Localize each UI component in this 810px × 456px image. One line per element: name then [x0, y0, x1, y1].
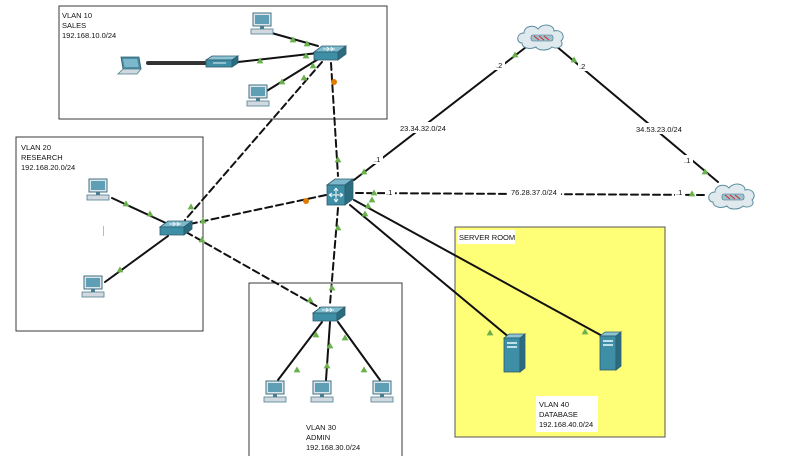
vlan40-label: VLAN 40 DATABASE 192.168.40.0/24	[536, 396, 598, 432]
link-up-marker	[328, 284, 336, 291]
link-up-marker	[306, 296, 314, 303]
server-icon[interactable]	[599, 331, 622, 371]
link-up-marker	[334, 156, 342, 163]
cursor-mark	[103, 226, 104, 236]
vlan10-subnet: 192.168.10.0/24	[62, 31, 116, 40]
pc-icon[interactable]	[246, 84, 270, 107]
pc-icon[interactable]	[310, 380, 334, 403]
cloud-router-icon[interactable]	[517, 24, 564, 51]
interface-label: .2	[579, 62, 585, 71]
vlan30-name: VLAN 30	[306, 423, 336, 432]
link-state-markers	[116, 36, 709, 373]
link-up-marker	[323, 362, 331, 369]
link-up-marker	[361, 210, 369, 217]
switch-icon[interactable]	[313, 45, 347, 61]
vlan10-zone	[58, 5, 388, 120]
vlan10-name: VLAN 10	[62, 11, 92, 20]
link-up-marker	[300, 74, 308, 81]
vlan20-zone	[15, 136, 204, 332]
server-room-title: SERVER ROOM	[459, 233, 515, 242]
network-label-left: 23.34.32.0/24	[400, 124, 446, 133]
link-pc5-sw30[interactable]	[277, 321, 323, 381]
link-pc7-sw30[interactable]	[337, 321, 381, 381]
vlan10-label: VLAN 10 SALES 192.168.10.0/24	[60, 8, 118, 42]
vlan40-name: VLAN 40	[539, 400, 569, 409]
vlan40-dept: DATABASE	[539, 410, 578, 419]
wan-labels: 23.34.32.0/24 34.53.23.0/24 76.28.37.0/2…	[373, 60, 693, 197]
laptop-icon[interactable]	[117, 56, 142, 75]
link-up-marker	[146, 210, 154, 217]
link-up-marker	[368, 196, 376, 203]
link-core-server2[interactable]	[353, 199, 607, 339]
interface-label: .1	[386, 188, 392, 197]
link-pc6-sw30[interactable]	[325, 321, 331, 381]
vlan30-subnet: 192.168.30.0/24	[306, 443, 360, 452]
interface-label: .1	[684, 156, 690, 165]
multilayer-switch-icon[interactable]	[326, 178, 354, 206]
vlan20-label: VLAN 20 RESEARCH 192.168.20.0/24	[21, 143, 75, 172]
cloud-router-icon[interactable]	[708, 183, 755, 210]
link-blocking-marker	[331, 79, 337, 85]
vlan10-dept: SALES	[62, 21, 86, 30]
pc-icon[interactable]	[263, 380, 287, 403]
interface-label: .1	[374, 155, 380, 164]
link-sw10-sw20[interactable]	[184, 61, 323, 221]
switch-icon[interactable]	[159, 220, 193, 236]
vlan20-dept: RESEARCH	[21, 153, 63, 162]
vlan30-zone	[248, 282, 403, 456]
interface-label: .2	[496, 61, 502, 70]
pc-icon[interactable]	[86, 178, 110, 201]
vlan30-dept: ADMIN	[306, 433, 330, 442]
link-core-server1[interactable]	[349, 204, 511, 339]
network-label-right: 34.53.23.0/24	[636, 125, 682, 134]
interface-label: .1	[676, 188, 682, 197]
link-up-marker	[187, 203, 195, 210]
vlan40-subnet: 192.168.40.0/24	[539, 420, 593, 429]
vlan20-subnet: 192.168.20.0/24	[21, 163, 75, 172]
link-ap-sw10[interactable]	[237, 52, 319, 63]
link-pc2-sw10[interactable]	[264, 57, 321, 93]
access-point-icon[interactable]	[205, 55, 239, 68]
pc-icon[interactable]	[250, 12, 274, 35]
switch-icon[interactable]	[312, 306, 346, 322]
server-icon[interactable]	[503, 333, 526, 373]
link-pc3-sw20[interactable]	[111, 197, 169, 225]
pc-icon[interactable]	[370, 380, 394, 403]
pc-icon[interactable]	[81, 275, 105, 298]
link-up-marker	[688, 190, 696, 197]
link-up-marker	[360, 366, 368, 373]
vlan20-name: VLAN 20	[21, 143, 51, 152]
vlan30-label: VLAN 30 ADMIN 192.168.30.0/24	[306, 423, 360, 452]
network-label-lower: 76.28.37.0/24	[511, 188, 557, 197]
link-sw20-sw30[interactable]	[185, 231, 321, 309]
server-room-label: SERVER ROOM	[457, 230, 515, 244]
link-pc4-sw20[interactable]	[104, 235, 169, 283]
link-up-marker	[293, 366, 301, 373]
link-blocking-marker	[303, 198, 309, 204]
